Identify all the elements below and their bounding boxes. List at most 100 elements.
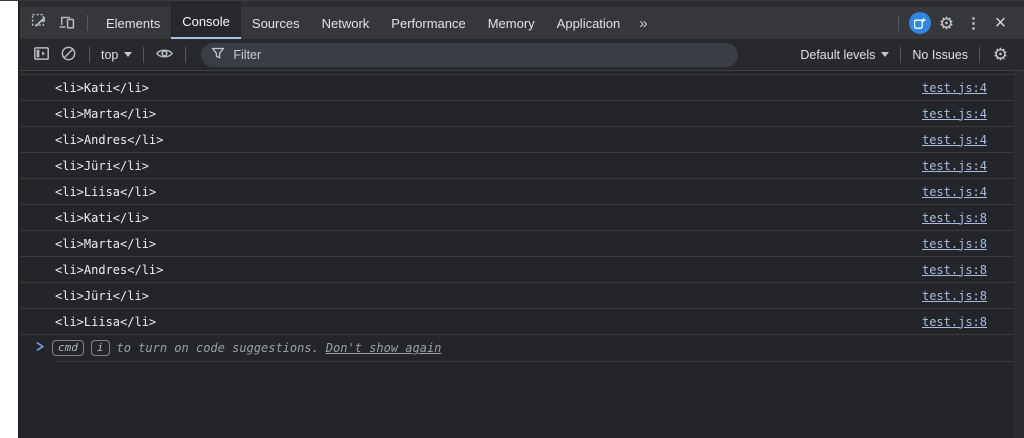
console-sidebar-toggle-button[interactable] bbox=[28, 41, 55, 68]
tab-label: Application bbox=[556, 15, 621, 31]
source-link[interactable]: test.js:8 bbox=[921, 288, 987, 303]
source-link[interactable]: test.js:8 bbox=[921, 262, 987, 277]
toolbar-divider bbox=[89, 46, 90, 63]
console-message-row: <li>Andres</li> test.js:4 bbox=[20, 127, 1024, 153]
log-levels-dropdown[interactable]: Default levels bbox=[796, 48, 893, 62]
tab-label: Elements bbox=[106, 15, 161, 31]
devtools-tabbar: Elements Console Sources Network Perform… bbox=[20, 1, 1024, 39]
source-link[interactable]: test.js:8 bbox=[921, 210, 987, 225]
gear-icon: ⚙ bbox=[992, 45, 1009, 64]
tab-application[interactable]: Application bbox=[546, 7, 632, 39]
message-text: <li>Kati</li> bbox=[55, 210, 149, 225]
chevron-down-icon bbox=[124, 52, 133, 57]
settings-button[interactable]: ⚙ bbox=[933, 10, 960, 37]
eye-icon bbox=[155, 45, 174, 65]
prompt-separator bbox=[55, 361, 1024, 362]
gear-icon: ⚙ bbox=[938, 13, 955, 33]
source-link[interactable]: test.js:8 bbox=[921, 314, 987, 329]
close-icon: × bbox=[994, 11, 1007, 34]
console-message-row: <li>Jüri</li> test.js:8 bbox=[20, 283, 1024, 309]
i-key-badge: i bbox=[90, 340, 110, 356]
device-toolbar-button[interactable] bbox=[53, 10, 80, 37]
context-label: top bbox=[101, 47, 119, 62]
cmd-key-badge: cmd bbox=[52, 340, 84, 356]
console-message-row: <li>Jüri</li> test.js:4 bbox=[20, 153, 1024, 179]
more-tabs-button[interactable]: » bbox=[631, 7, 655, 39]
inspect-cursor-icon bbox=[31, 13, 48, 33]
message-text: <li>Andres</li> bbox=[55, 132, 164, 147]
toolbar-right-controls: Default levels No Issues ⚙ bbox=[796, 41, 1014, 68]
tabbar-divider bbox=[898, 15, 899, 31]
prompt-chevron-icon bbox=[35, 341, 45, 355]
source-link[interactable]: test.js:8 bbox=[921, 236, 987, 251]
console-message-row: <li>Kati</li> test.js:4 bbox=[20, 75, 1024, 101]
console-message-row: <li>Liisa</li> test.js:4 bbox=[20, 179, 1024, 205]
message-text: <li>Jüri</li> bbox=[55, 288, 149, 303]
issues-label: No Issues bbox=[912, 47, 968, 62]
console-scrollbar[interactable] bbox=[1014, 71, 1024, 438]
toolbar-divider bbox=[900, 46, 902, 63]
log-levels-label: Default levels bbox=[800, 47, 876, 62]
console-message-row: <li>Liisa</li> test.js:8 bbox=[20, 309, 1024, 335]
console-settings-button[interactable]: ⚙ bbox=[987, 41, 1014, 68]
tab-label: Memory bbox=[487, 15, 535, 31]
console-sidebar-icon bbox=[33, 45, 50, 65]
toolbar-divider bbox=[979, 46, 980, 63]
device-toolbar-icon bbox=[58, 13, 75, 33]
message-text: <li>Kati</li> bbox=[55, 80, 149, 95]
source-link[interactable]: test.js:4 bbox=[921, 106, 987, 121]
console-message-list: <li>Kati</li> test.js:4 <li>Marta</li> t… bbox=[20, 74, 1024, 335]
tab-performance[interactable]: Performance bbox=[380, 7, 476, 39]
tabbar-divider bbox=[87, 15, 88, 31]
source-link[interactable]: test.js:4 bbox=[921, 184, 987, 199]
source-link[interactable]: test.js:4 bbox=[921, 80, 987, 95]
tab-sources[interactable]: Sources bbox=[241, 7, 311, 39]
console-toolbar: top bbox=[20, 39, 1024, 71]
clear-console-button[interactable] bbox=[55, 41, 82, 68]
tab-label: Console bbox=[182, 14, 230, 29]
message-text: <li>Liisa</li> bbox=[55, 184, 157, 199]
console-message-row: <li>Andres</li> test.js:8 bbox=[20, 257, 1024, 283]
code-suggestions-hint: to turn on code suggestions. bbox=[116, 341, 319, 355]
dismiss-hint-link[interactable]: Don't show again bbox=[325, 341, 442, 355]
tab-console[interactable]: Console bbox=[171, 1, 241, 39]
filter-box[interactable] bbox=[201, 42, 739, 67]
tab-label: Performance bbox=[391, 15, 466, 31]
live-expression-eye-button[interactable] bbox=[151, 41, 178, 68]
console-prompt[interactable]: cmd i to turn on code suggestions. Don't… bbox=[20, 335, 1024, 361]
message-text: <li>Marta</li> bbox=[55, 236, 157, 251]
message-text: <li>Andres</li> bbox=[55, 262, 164, 277]
devtools-panel: Elements Console Sources Network Perform… bbox=[20, 1, 1024, 438]
blue-circle-badge-icon bbox=[908, 12, 931, 34]
chevron-down-icon bbox=[881, 52, 890, 57]
execution-context-selector[interactable]: top bbox=[97, 48, 136, 62]
more-tabs-icon: » bbox=[639, 14, 648, 32]
message-text: <li>Jüri</li> bbox=[55, 158, 149, 173]
filter-funnel-icon bbox=[211, 46, 225, 63]
console-output: <li>Kati</li> test.js:4 <li>Marta</li> t… bbox=[20, 71, 1024, 438]
console-message-row: <li>Marta</li> test.js:8 bbox=[20, 231, 1024, 257]
message-text: <li>Marta</li> bbox=[55, 106, 157, 121]
source-link[interactable]: test.js:4 bbox=[921, 132, 987, 147]
tab-memory[interactable]: Memory bbox=[477, 7, 546, 39]
filter-input[interactable] bbox=[233, 47, 729, 62]
clear-console-icon bbox=[60, 45, 77, 65]
toolbar-divider bbox=[185, 46, 187, 63]
tab-network[interactable]: Network bbox=[311, 7, 381, 39]
kebab-menu-icon: ⋮ bbox=[966, 15, 981, 32]
page-behind-devtools bbox=[0, 1, 19, 438]
message-text: <li>Liisa</li> bbox=[55, 314, 157, 329]
source-link[interactable]: test.js:4 bbox=[921, 158, 987, 173]
toolbar-divider bbox=[143, 46, 145, 63]
issues-counter[interactable]: No Issues bbox=[908, 48, 972, 62]
console-message-row: <li>Kati</li> test.js:8 bbox=[20, 205, 1024, 231]
tab-elements[interactable]: Elements bbox=[95, 7, 171, 39]
close-devtools-button[interactable]: × bbox=[987, 10, 1014, 37]
tabbar-right-controls: ⚙ ⋮ × bbox=[891, 10, 1014, 37]
console-message-row: <li>Marta</li> test.js:4 bbox=[20, 101, 1024, 127]
devtools-promo-button[interactable] bbox=[906, 10, 933, 37]
tab-label: Sources bbox=[251, 15, 300, 31]
customize-devtools-button[interactable]: ⋮ bbox=[960, 10, 987, 37]
inspect-element-button[interactable] bbox=[26, 10, 53, 37]
